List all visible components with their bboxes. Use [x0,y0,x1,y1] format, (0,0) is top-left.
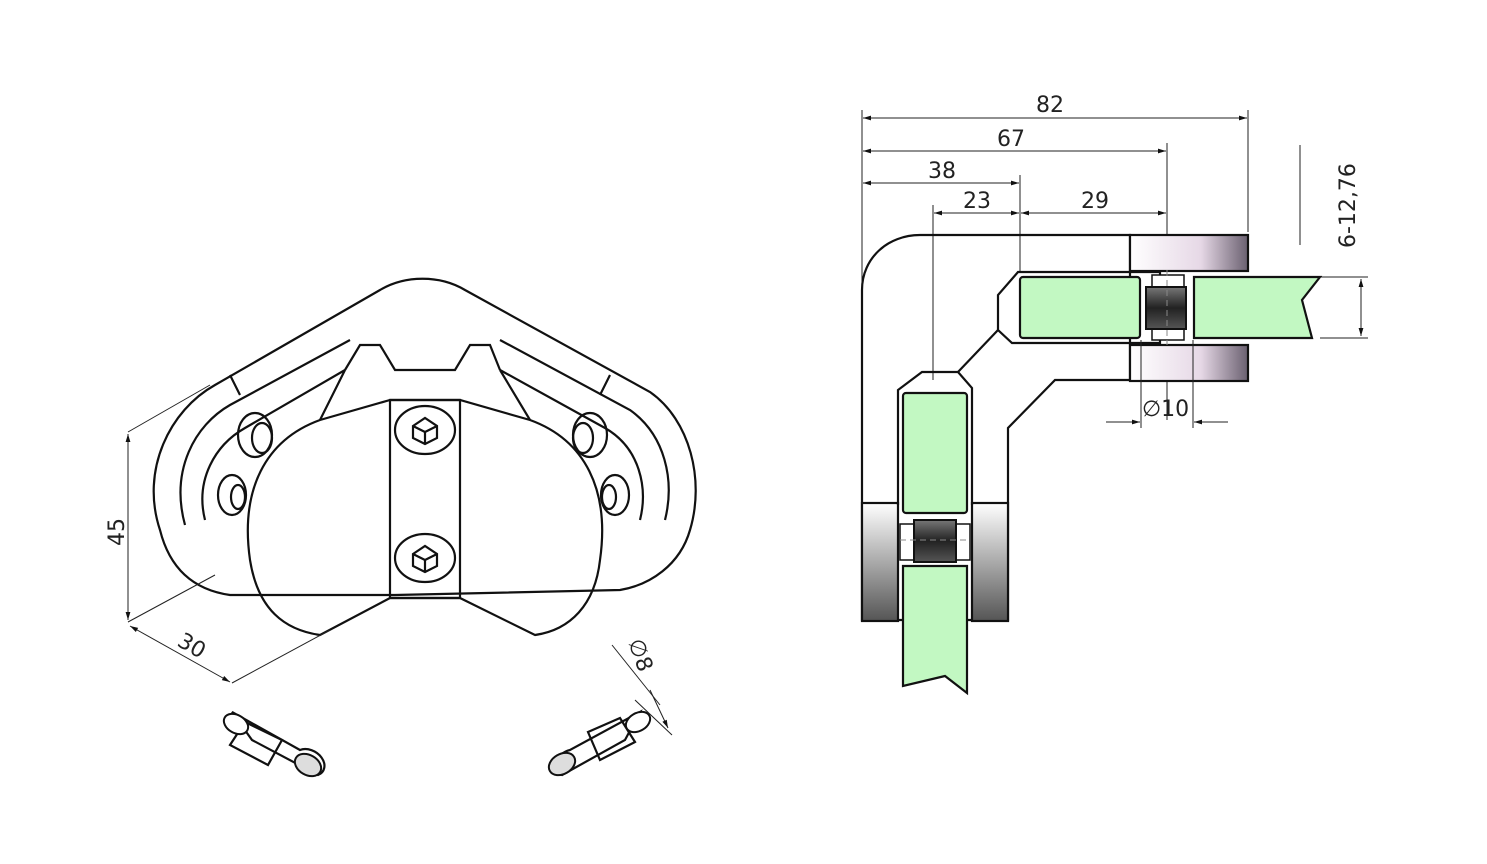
pin-section [1145,286,1187,330]
dim-67-label: 67 [997,127,1025,152]
flange-left [860,501,900,623]
dim-height-label: 45 [105,518,130,546]
hex-screw-icon [393,532,457,584]
dim-pin-diameter-label: ∅8 [622,636,657,676]
section-view: 82 67 38 23 29 6-12,76 ∅10 [860,93,1368,696]
glass-panel-horizontal [1192,275,1323,340]
dim-29-label: 29 [1081,189,1109,214]
dim-hole-diameter-label: ∅10 [1142,397,1189,422]
dim-23-label: 23 [963,189,991,214]
glass-panel-horizontal-inner [1018,275,1142,340]
flange-top [1128,233,1250,273]
clamp-outer-outline [152,277,697,597]
flange-bottom [1128,343,1250,383]
pin-right [547,709,652,777]
isometric-view: 45 30 ∅8 [105,277,697,778]
glass-panel-vertical-inner [901,391,969,515]
pin-left [222,711,326,778]
clamp-body-section [860,233,1132,622]
dim-depth-label: 30 [173,629,210,665]
flange-right [970,501,1010,623]
dim-glass-thickness-label: 6-12,76 [1336,163,1361,248]
hex-screw-icon [393,404,457,456]
dim-38-label: 38 [928,159,956,184]
glass-panel-vertical [901,564,969,696]
pin-section-vertical [913,519,957,563]
dim-82-label: 82 [1036,93,1064,118]
